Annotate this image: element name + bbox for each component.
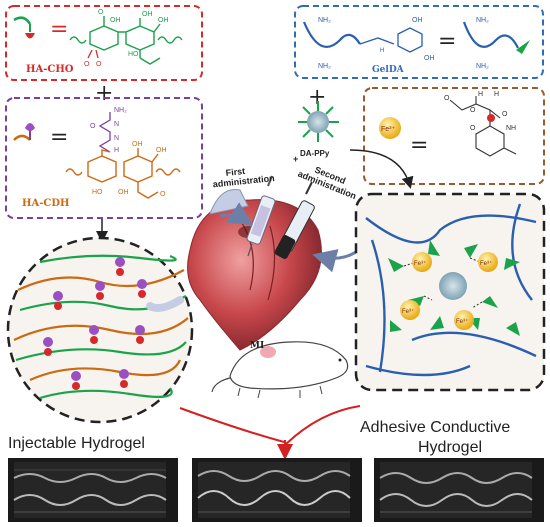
svg-text:H: H [114, 147, 119, 154]
gelda-oh-top: OH [412, 17, 423, 24]
adhesive-label-line2: Hydrogel [418, 439, 482, 456]
equals-sign-3: = [438, 29, 456, 54]
equals-sign-2: = [50, 125, 68, 150]
aldehyde-icon [25, 33, 35, 39]
gelda-nh2-top: NH₂ [318, 17, 331, 24]
second-admin-label: Secondadministration [297, 159, 362, 201]
ha-cho-box: = O OH OH OH HO O O HA-CHO [5, 5, 203, 81]
arrow-second-admin [312, 249, 357, 273]
gelda-oh-bottom: OH [424, 55, 435, 62]
svg-text:O: O [96, 61, 102, 68]
catechol-arrows [388, 240, 520, 336]
ha-cdh-structure [65, 148, 181, 199]
svg-text:OH: OH [132, 141, 143, 148]
svg-text:O: O [470, 107, 476, 114]
svg-text:Fe³⁺: Fe³⁺ [456, 318, 468, 325]
equals-sign: = [50, 17, 68, 42]
svg-text:O: O [502, 111, 508, 118]
svg-text:OH: OH [110, 17, 121, 24]
svg-text:NH₂: NH₂ [476, 17, 489, 24]
svg-text:O: O [84, 61, 90, 68]
catechol-icon [516, 40, 530, 54]
first-admin-label: Firstadministration [211, 163, 275, 189]
svg-text:NH₂: NH₂ [476, 63, 489, 70]
svg-text:O: O [444, 95, 450, 102]
ha-cho-structure [69, 16, 183, 65]
adhesive-label-line1: Adhesive Conductive [360, 419, 510, 436]
red-arrow-right [285, 405, 361, 445]
svg-text:H: H [494, 91, 499, 98]
svg-text:HO: HO [128, 51, 139, 58]
echo-panel-1 [8, 458, 178, 522]
arrow-to-adhesive [349, 149, 414, 189]
svg-text:OH: OH [118, 189, 129, 196]
svg-text:N: N [114, 135, 119, 142]
plus-sign-middle: + [293, 154, 298, 164]
plus-sign-left: + [95, 81, 113, 106]
adhesive-hydrogel-box: Fe³⁺ Fe³⁺ Fe³⁺ Fe³⁺ [354, 192, 546, 392]
svg-text:Fe³⁺: Fe³⁺ [402, 308, 414, 315]
mi-label: MI [250, 341, 264, 351]
svg-text:N: N [114, 121, 119, 128]
svg-text:O: O [160, 191, 166, 198]
echo-panel-2 [192, 458, 362, 522]
syringe-first [246, 175, 276, 257]
gelda-label: GelDA [372, 65, 405, 75]
injectable-hydrogel-label: Injectable Hydrogel [8, 435, 145, 452]
svg-text:Fe³⁺: Fe³⁺ [480, 260, 492, 267]
da-ppy-particle: DA-PPy [298, 101, 339, 158]
da-ppy-label: DA-PPy [300, 149, 330, 158]
svg-text:NH₂: NH₂ [114, 107, 127, 114]
echo-panel-3 [374, 458, 544, 522]
gelatin-chains [365, 203, 537, 377]
fe-complex-box: Fe³⁺ = O H H O O O NH [363, 87, 545, 185]
svg-text:O: O [470, 125, 476, 132]
fe-ion-box-label: Fe³⁺ [381, 126, 396, 133]
hydrazide-icon [25, 123, 35, 131]
equals-sign-4: = [410, 133, 428, 158]
gelda-h-label: H [380, 48, 384, 54]
ppy-core [439, 272, 467, 300]
arrow-first-admin [219, 202, 254, 226]
crosslink-nodes [43, 257, 147, 390]
plus-sign-right: + [308, 85, 326, 110]
injectable-hydrogel-circle [6, 236, 194, 424]
svg-text:H: H [478, 91, 483, 98]
mouse-mi-illustration: MI [211, 341, 349, 399]
ha-cdh-label: HA-CDH [22, 198, 69, 209]
svg-text:OH: OH [158, 17, 169, 24]
svg-text:OH: OH [156, 147, 167, 154]
svg-text:HO: HO [92, 189, 103, 196]
gelda-box: NH₂ NH₂ OH OH H GelDA = NH₂ NH₂ [294, 5, 544, 79]
svg-text:NH: NH [506, 125, 516, 132]
ha-cho-label: HA-CHO [26, 64, 74, 75]
svg-text:Fe³⁺: Fe³⁺ [414, 260, 426, 267]
svg-text:O: O [98, 9, 104, 16]
svg-text:OH: OH [142, 11, 153, 18]
syringe-second [274, 181, 315, 259]
gelda-nh2-bottom: NH₂ [318, 63, 331, 70]
fe-ions: Fe³⁺ Fe³⁺ Fe³⁺ Fe³⁺ [400, 252, 498, 330]
svg-text:O: O [90, 123, 96, 130]
hydrazide-group [98, 112, 111, 153]
red-arrow-left [179, 407, 285, 443]
